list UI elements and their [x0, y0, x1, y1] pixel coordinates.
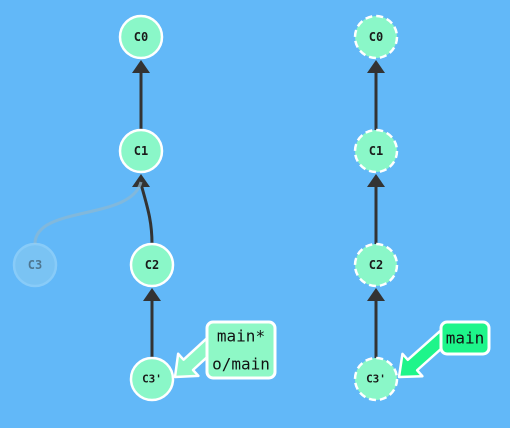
- commit-circle-c1: [353, 128, 399, 174]
- commit-circle-c0: [353, 14, 399, 60]
- commit-c0: C0: [118, 14, 164, 60]
- commit-circle-c3p: [129, 356, 175, 402]
- arrowhead-C1-C0: [367, 60, 385, 73]
- commit-label-c0: C0: [134, 30, 148, 44]
- commit-circle-c2: [353, 242, 399, 288]
- commit-circle-c1: [118, 128, 164, 174]
- commit-c0: C0: [353, 14, 399, 60]
- arrowhead-C2-C1: [367, 174, 385, 187]
- arrowhead-C3p-C2: [367, 288, 385, 301]
- edge-faded-C3-C1: [33, 181, 143, 245]
- commit-label-c3: C3: [28, 258, 42, 272]
- commit-label-c2: C2: [369, 258, 383, 272]
- branch-pointer-arrow: [397, 329, 451, 379]
- commit-c2: C2: [129, 242, 175, 288]
- arrowhead-C1-C0: [132, 60, 150, 73]
- commit-c3p: C3': [129, 356, 175, 402]
- commit-label-c1: C1: [134, 144, 148, 158]
- branch-name-main: main*: [217, 327, 265, 346]
- commit-label-c1: C1: [369, 144, 383, 158]
- commit-label-c2: C2: [145, 258, 159, 272]
- commit-label-c3p: C3': [142, 373, 162, 386]
- commit-c3p: C3': [353, 356, 399, 402]
- arrowhead-C2-C1: [132, 174, 150, 187]
- commit-c2: C2: [353, 242, 399, 288]
- commit-circle-c0: [118, 14, 164, 60]
- commit-c1: C1: [118, 128, 164, 174]
- commit-c3: C3: [12, 242, 58, 288]
- commit-c1: C1: [353, 128, 399, 174]
- branch-label-box: [439, 320, 491, 356]
- commit-circle-c3p: [353, 356, 399, 402]
- edge-C2-C1: [139, 183, 154, 245]
- commit-circle-c3: [12, 242, 58, 288]
- commit-circle-c2: [129, 242, 175, 288]
- branch-label-box: [205, 320, 277, 380]
- branch-name-omain: o/main: [212, 355, 270, 374]
- commit-label-c0: C0: [369, 30, 383, 44]
- commit-label-c3p: C3': [366, 373, 386, 386]
- arrowhead-C3p-C2: [143, 288, 161, 301]
- branch-name-main: main: [446, 329, 485, 348]
